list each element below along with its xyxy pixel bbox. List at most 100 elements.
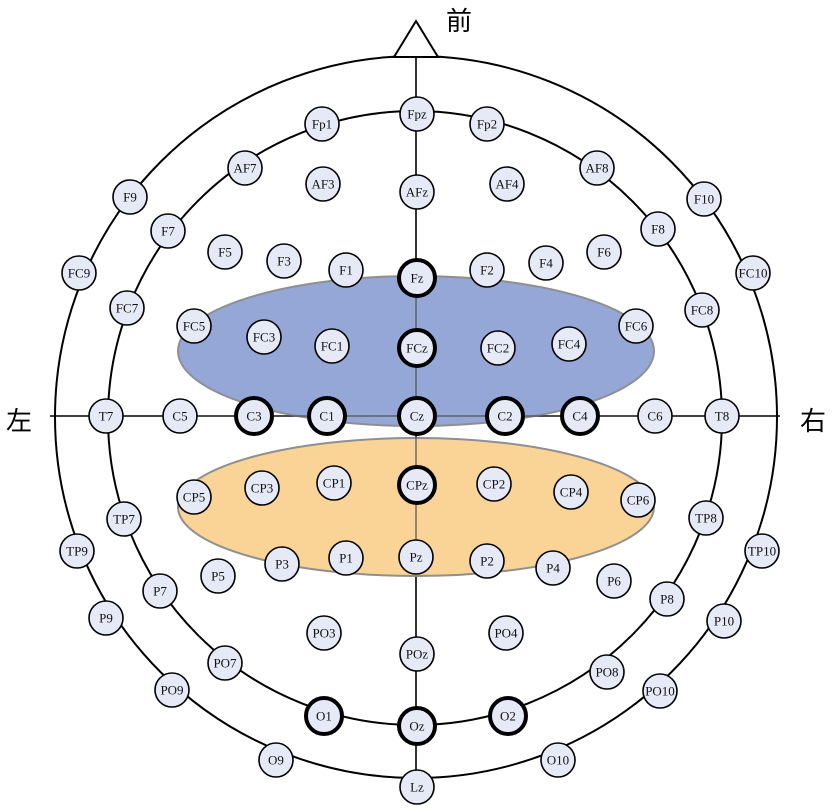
electrode-label: PO7	[213, 656, 237, 671]
electrode-label: CP5	[183, 490, 205, 505]
electrode-tp7: TP7	[106, 501, 142, 537]
electrode-label: Lz	[410, 780, 424, 795]
electrode-circle	[488, 696, 528, 736]
electrode-circle	[307, 396, 347, 436]
electrode-c4: C4	[560, 396, 600, 436]
electrode-cp1: CP1	[316, 465, 352, 501]
electrode-label: C4	[572, 409, 588, 424]
electrode-label: AFz	[406, 185, 429, 200]
electrode-circle	[207, 645, 243, 681]
electrode-fz: Fz	[397, 258, 437, 298]
electrode-label: Fpz	[407, 107, 427, 122]
electrode-f1: F1	[328, 252, 364, 288]
electrode-fc8: FC8	[684, 292, 720, 328]
electrode-label: AF7	[233, 161, 257, 176]
electrode-circle	[579, 150, 615, 186]
electrode-label: CPz	[406, 478, 428, 493]
front-label: 前	[446, 7, 472, 37]
electrode-label: AF8	[585, 161, 608, 176]
electrode-f8: F8	[640, 211, 676, 247]
electrode-label: F9	[123, 190, 137, 205]
electrode-circle	[397, 706, 437, 746]
electrode-f9: F9	[112, 179, 148, 215]
electrode-label: CP6	[627, 493, 650, 508]
electrode-fc5: FC5	[176, 308, 212, 344]
electrode-label: PO4	[494, 626, 518, 641]
electrode-circle	[59, 533, 95, 569]
electrode-label: F7	[161, 224, 175, 239]
nose-triangle	[392, 19, 440, 58]
electrode-fp1: Fp1	[304, 106, 340, 142]
electrode-label: F5	[218, 245, 232, 260]
electrode-label: C5	[172, 409, 187, 424]
electrode-f5: F5	[207, 234, 243, 270]
electrode-fc10: FC10	[735, 255, 771, 291]
electrode-circle	[620, 482, 656, 518]
electrode-f4: F4	[528, 245, 564, 281]
electrode-circle	[485, 396, 525, 436]
electrode-p2: P2	[469, 543, 505, 579]
electrode-circle	[706, 603, 742, 639]
electrode-p1: P1	[328, 540, 364, 576]
electrode-label: C2	[497, 409, 512, 424]
electrode-p10: P10	[706, 603, 742, 639]
electrode-label: O10	[547, 753, 569, 768]
electrode-circle	[266, 243, 302, 279]
electrode-circle	[264, 546, 300, 582]
electrode-af3: AF3	[305, 166, 341, 202]
electrode-label: Fp2	[477, 117, 497, 132]
electrode-fpz: Fpz	[399, 96, 435, 132]
electrode-po8: PO8	[589, 654, 625, 690]
electrode-po4: PO4	[488, 615, 524, 651]
electrode-lz: Lz	[399, 769, 435, 805]
electrode-c5: C5	[162, 398, 198, 434]
electrode-oz: Oz	[397, 706, 437, 746]
electrode-circle	[553, 474, 589, 510]
electrode-label: PO9	[160, 683, 183, 698]
electrode-label: P2	[480, 554, 494, 569]
electrode-circle	[649, 581, 685, 617]
electrode-label: P1	[339, 551, 353, 566]
electrode-fc3: FC3	[246, 319, 282, 355]
electrode-circle	[398, 539, 434, 575]
electrode-circle	[535, 550, 571, 586]
electrode-cp2: CP2	[476, 466, 512, 502]
electrode-label: CP2	[483, 477, 505, 492]
electrode-o9: O9	[258, 742, 294, 778]
electrode-circle	[640, 211, 676, 247]
electrode-label: FC5	[183, 319, 205, 334]
electrode-circle	[304, 696, 344, 736]
electrode-t7: T7	[88, 398, 124, 434]
electrode-po3: PO3	[306, 615, 342, 651]
electrode-label: C1	[319, 409, 334, 424]
electrode-circle	[489, 166, 525, 202]
electrode-label: P9	[99, 611, 113, 626]
electrode-circle	[162, 398, 198, 434]
electrode-label: F8	[651, 222, 665, 237]
electrode-label: CP1	[323, 476, 345, 491]
electrode-circle	[61, 255, 97, 291]
electrode-circle	[397, 258, 437, 298]
electrode-circle	[399, 769, 435, 805]
electrode-label: O1	[316, 709, 332, 724]
electrode-label: FC2	[487, 341, 509, 356]
electrode-circle	[684, 292, 720, 328]
electrode-label: TP10	[748, 544, 776, 559]
electrode-label: TP7	[113, 512, 135, 527]
electrode-t8: T8	[704, 398, 740, 434]
electrode-circle	[469, 543, 505, 579]
electrode-circle	[560, 396, 600, 436]
electrode-circle	[397, 465, 437, 505]
electrode-p3: P3	[264, 546, 300, 582]
electrode-circle	[586, 234, 622, 270]
electrode-label: F2	[480, 263, 494, 278]
electrode-circle	[618, 308, 654, 344]
electrode-circle	[112, 179, 148, 215]
electrode-circle	[227, 150, 263, 186]
electrode-p6: P6	[596, 563, 632, 599]
electrode-circle	[637, 398, 673, 434]
electrode-label: CP4	[560, 485, 583, 500]
electrode-label: P6	[607, 574, 621, 589]
electrode-label: TP8	[695, 511, 717, 526]
